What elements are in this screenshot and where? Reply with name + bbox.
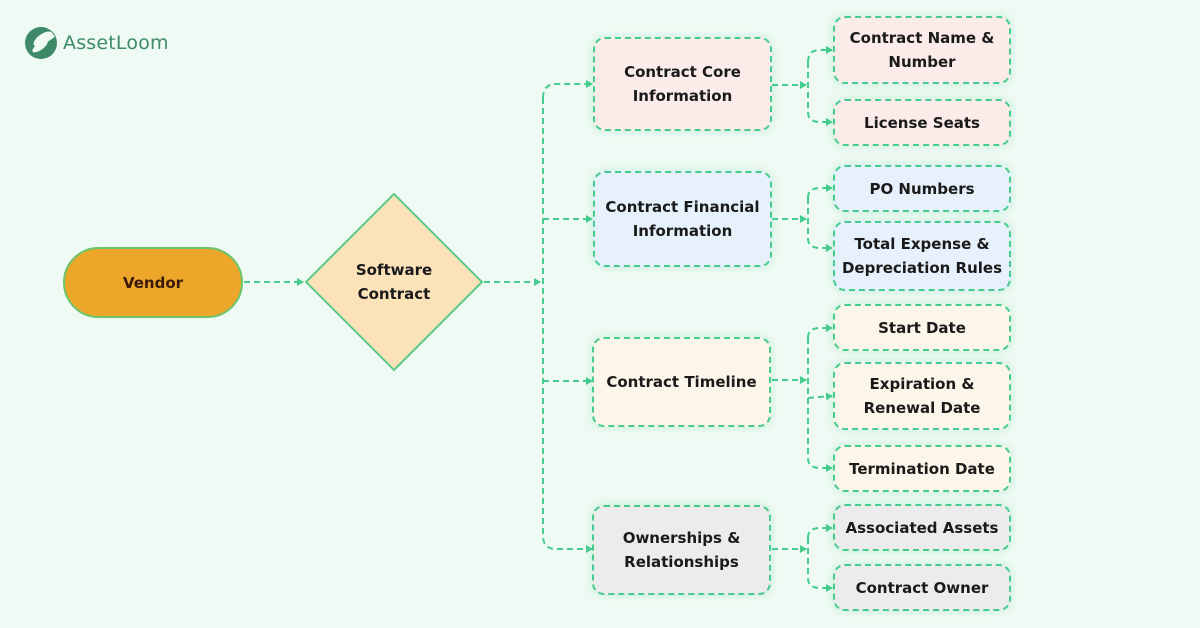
- leaf-expiration-renewal-date: Expiration & Renewal Date: [833, 362, 1011, 430]
- leaf-label: Associated Assets: [845, 518, 999, 537]
- leaf-label: Renewal Date: [863, 399, 981, 417]
- leaf-logo-icon: [25, 27, 57, 59]
- leaf-label: Expiration &: [869, 375, 975, 393]
- vendor-node: Vendor: [63, 247, 243, 318]
- leaf-label: License Seats: [864, 113, 980, 132]
- leaf-po-numbers: PO Numbers: [833, 165, 1011, 212]
- brand-name: AssetLoom: [63, 32, 169, 54]
- vendor-label: Vendor: [122, 273, 184, 292]
- leaf-label: Depreciation Rules: [841, 259, 1003, 277]
- category-label: Relationships: [624, 553, 739, 571]
- leaf-label: Contract Name &: [849, 29, 995, 47]
- trunk-line: [542, 80, 593, 99]
- leaf-label: Start Date: [878, 318, 966, 337]
- leaf-contract-name-number: Contract Name & Number: [833, 16, 1011, 84]
- leaf-start-date: Start Date: [833, 304, 1011, 351]
- category-label: Contract Timeline: [606, 373, 757, 391]
- category-label: Information: [632, 87, 733, 105]
- leaf-label: Termination Date: [849, 459, 995, 478]
- decision-label-line1: Software: [355, 261, 433, 279]
- category-label: Ownerships &: [622, 529, 741, 547]
- leaf-total-expense-depreciation: Total Expense & Depreciation Rules: [833, 221, 1011, 291]
- leaf-license-seats: License Seats: [833, 99, 1011, 146]
- leaf-associated-assets: Associated Assets: [833, 504, 1011, 551]
- category-ownerships-relationships: Ownerships & Relationships: [592, 505, 771, 595]
- leaf-contract-owner: Contract Owner: [833, 564, 1011, 611]
- leaf-label: Number: [888, 53, 956, 71]
- category-label: Contract Financial: [605, 198, 760, 216]
- category-timeline: Contract Timeline: [592, 337, 771, 427]
- software-contract-node: Software Contract: [305, 193, 483, 371]
- category-label: Information: [632, 222, 733, 240]
- brand-logo: AssetLoom: [25, 27, 169, 59]
- leaf-label: Contract Owner: [855, 578, 989, 597]
- leaf-label: Total Expense &: [854, 235, 990, 253]
- decision-label-line2: Contract: [357, 285, 431, 303]
- leaf-label: PO Numbers: [869, 179, 975, 198]
- leaf-termination-date: Termination Date: [833, 445, 1011, 492]
- category-label: Contract Core: [624, 63, 741, 81]
